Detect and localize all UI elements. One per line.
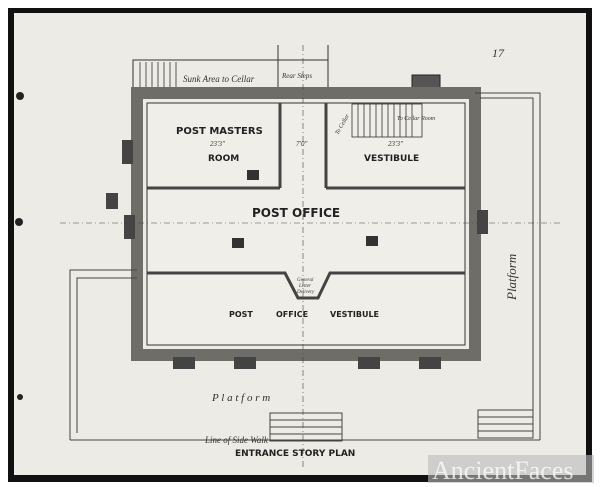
interior-walls [147,103,465,300]
label-cellar-stairs: To Cellar Room [397,116,436,122]
label-po-vestibule-2: OFFICE [276,310,308,319]
label-po-vestibule-3: VESTIBULE [330,310,379,319]
label-room: ROOM [208,154,239,164]
label-sunk-area: Sunk Area to Cellar [183,74,255,84]
stairs [351,103,423,138]
label-rear-steps: Rear Steps [281,72,312,80]
outer-wall [131,87,481,361]
label-platform-bottom: P l a t f o r m [211,392,270,404]
label-general-delivery-3: Delivery [296,290,315,295]
plan-title: ENTRANCE STORY PLAN [235,449,355,459]
label-vestibule: VESTIBULE [364,154,419,164]
punch-hole [17,394,23,400]
side-windows [106,140,488,369]
label-general-delivery-1: General [297,278,314,283]
label-post-office: POST OFFICE [252,206,340,220]
interior [146,102,466,346]
label-general-delivery-2: Letter [298,284,311,289]
label-post-masters: POST MASTERS [176,126,263,137]
sheet-number: 17 [492,46,505,60]
chimneys [232,170,378,248]
dim-vest-width: 23'3" [388,140,403,148]
punch-hole [16,92,24,100]
watermark-band [428,455,594,483]
label-sidewalk: Line of Side Walk [204,435,269,445]
watermark-logo: AncientFaces [432,456,574,485]
label-platform-right: Platform [504,254,519,301]
dim-hall-width: 7'0" [296,140,307,148]
dim-pm-width: 23'3" [210,140,225,148]
label-po-vestibule-1: POST [229,310,253,319]
platform-lines [60,45,560,470]
punch-hole [15,218,23,226]
